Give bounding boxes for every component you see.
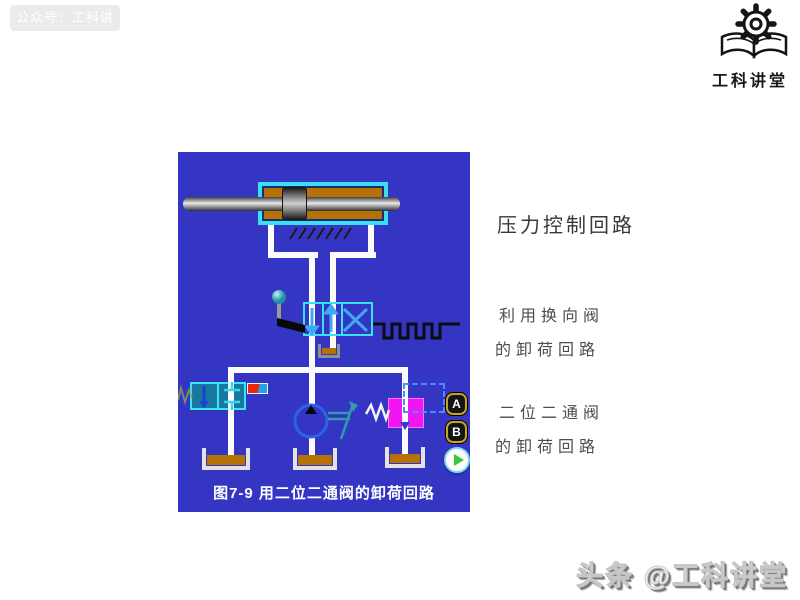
channel-badge: 公众号：工科讲堂 <box>10 5 120 51</box>
pipe <box>309 434 315 462</box>
pipe <box>402 367 408 460</box>
left-spring <box>178 384 193 406</box>
note-item-1-line-2: 的卸荷回路 <box>495 342 601 359</box>
pipe <box>309 367 315 409</box>
valve-divider <box>322 304 324 334</box>
pipe <box>330 252 376 258</box>
gear-icon <box>735 3 777 45</box>
button-a[interactable]: A <box>446 393 467 415</box>
figure-caption: 图7-9 用二位二通阀的卸荷回路 <box>213 485 435 502</box>
ground-hatch <box>289 227 352 240</box>
play-button[interactable] <box>444 447 470 473</box>
note-item-2-line-2: 的卸荷回路 <box>495 439 601 456</box>
hydraulic-symbols-layer <box>178 227 460 440</box>
pipe <box>268 225 274 258</box>
manual-directional-valve <box>303 302 373 336</box>
pipe <box>330 252 336 350</box>
white-spring <box>364 401 391 423</box>
solenoid-dashed-box <box>403 383 445 413</box>
solenoid-indicator <box>247 383 268 394</box>
note-item-2-line-1: 二位二通阀 <box>499 405 605 422</box>
pipe <box>268 252 318 258</box>
return-spring <box>373 322 460 340</box>
gear-book-logo-icon <box>720 3 788 60</box>
play-icon <box>453 454 464 466</box>
section-title: 压力控制回路 <box>497 215 635 237</box>
button-b[interactable]: B <box>446 421 467 443</box>
oil-tank-middle <box>293 448 337 470</box>
drain-tank <box>318 344 340 358</box>
valve-flow-arrows <box>304 303 369 337</box>
valve-divider <box>217 384 219 408</box>
variable-pump <box>293 401 358 440</box>
hydraulic-diagram-panel: 图7-9 用二位二通阀的卸荷回路 A B <box>178 152 470 512</box>
note-item-1-line-1: 利用换向阀 <box>499 308 605 325</box>
left-valve-symbols <box>178 382 240 410</box>
toutiao-watermark: 头条 @工科讲堂 <box>576 561 788 592</box>
pipe <box>228 367 234 462</box>
brand-logo-text: 工科讲堂 <box>711 73 788 90</box>
pipe <box>368 225 374 258</box>
lever-handle <box>272 290 305 333</box>
oil-tank-right <box>385 447 425 468</box>
valve-divider <box>341 304 343 334</box>
piston <box>282 187 307 220</box>
magenta-valve-symbols <box>364 401 410 430</box>
variable-arrow <box>328 403 355 440</box>
brand-logo: 工科讲堂 <box>700 2 800 90</box>
oil-tank-left <box>202 448 250 470</box>
pipe-manifold <box>228 367 408 373</box>
